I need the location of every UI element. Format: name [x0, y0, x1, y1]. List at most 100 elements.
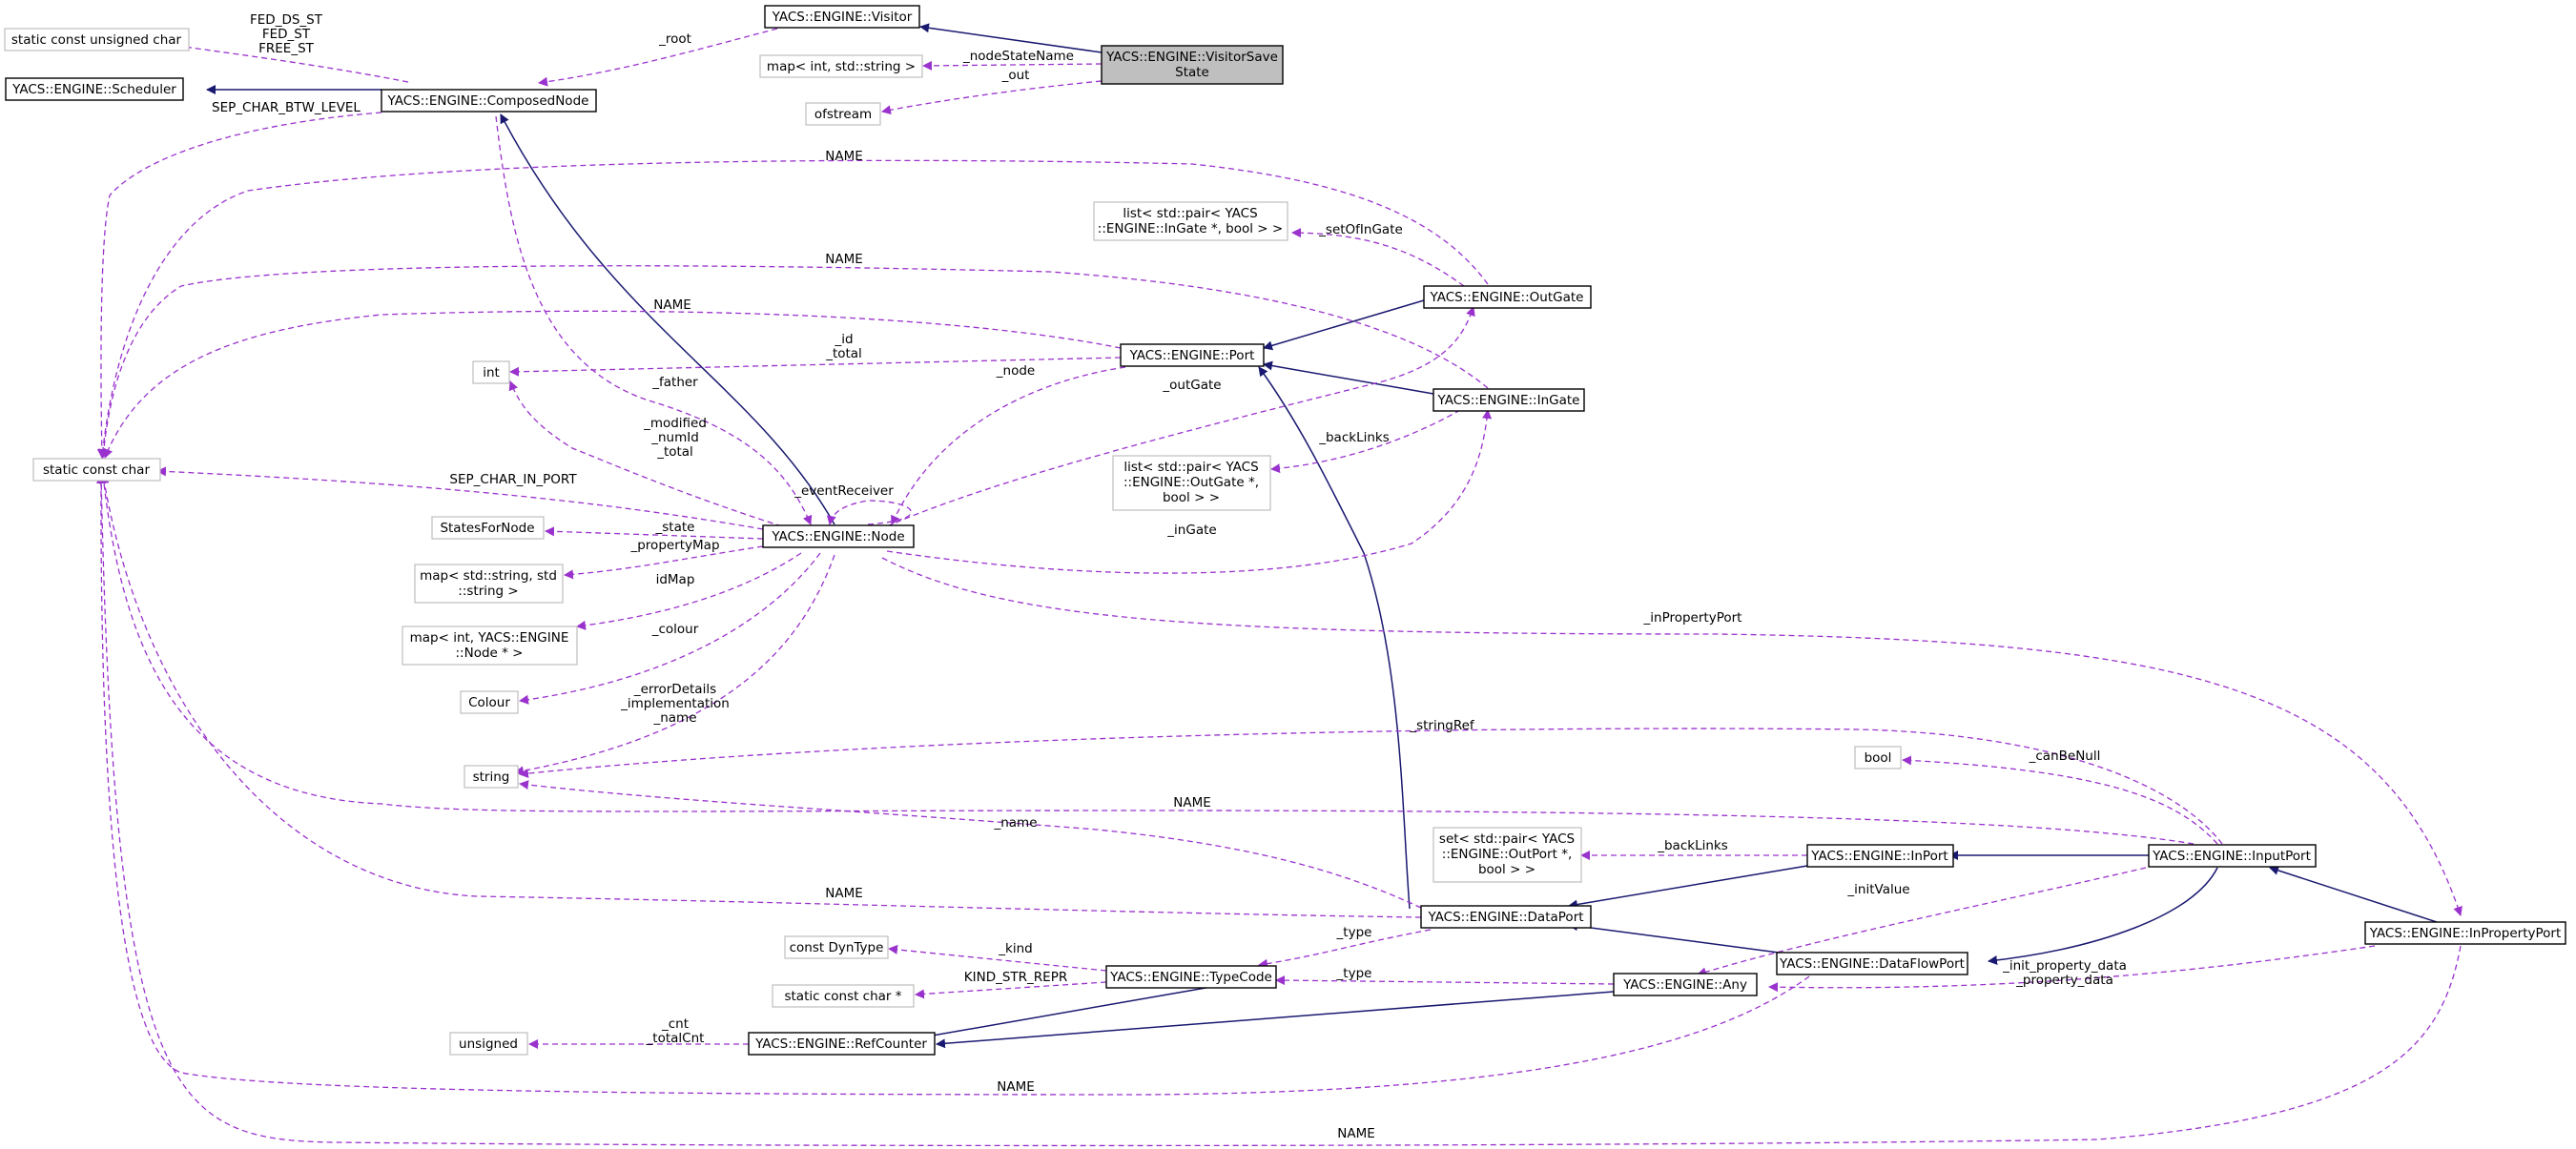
edge-ingate-to-port: [1263, 360, 1434, 395]
edge-inputport-to-dataflowport: [1988, 867, 2218, 965]
edge-label-name-inpropertyport: NAME: [1337, 1126, 1375, 1141]
edge-inport-to-dataport: [1568, 865, 1808, 910]
svg-text:set< std::pair< YACS::ENGINE::: set< std::pair< YACS::ENGINE::OutPort *,…: [1439, 831, 1575, 877]
node-static-const-char-ptr[interactable]: static const char *: [772, 984, 915, 1008]
node-inpropertyport[interactable]: YACS::ENGINE::InPropertyPort: [2364, 921, 2566, 945]
edge-port-name: [103, 310, 1122, 459]
svg-text:list< std::pair< YACS::ENGINE:: list< std::pair< YACS::ENGINE::OutGate *…: [1123, 460, 1259, 505]
edge-label-init-value: _initValue: [1846, 882, 1909, 897]
edge-node-idmap: [576, 552, 802, 630]
edge-visitor-save-state-to-visitor: [919, 23, 1103, 53]
node-dataflowport[interactable]: YACS::ENGINE::DataFlowPort: [1776, 952, 1968, 975]
node-static-const-unsigned-char[interactable]: static const unsigned char: [4, 28, 190, 51]
svg-text:YACS::ENGINE::Any: YACS::ENGINE::Any: [1622, 977, 1747, 993]
svg-text:YACS::ENGINE::InputPort: YACS::ENGINE::InputPort: [2152, 849, 2311, 864]
svg-text:static const char: static const char: [43, 462, 150, 478]
edge-label-set-of-ingate: _setOfInGate: [1318, 222, 1403, 237]
node-ofstream[interactable]: ofstream: [805, 102, 881, 126]
edge-label-type-any: _type: [1336, 966, 1372, 981]
edge-label-outgate-node: _outGate: [1162, 378, 1221, 393]
edge-label-name-dataport: NAME: [825, 886, 863, 901]
svg-text:map< std::string, std::string: map< std::string, std::string >: [420, 568, 557, 599]
svg-text:YACS::ENGINE::Scheduler: YACS::ENGINE::Scheduler: [11, 82, 176, 97]
edge-dataflowport-name: [95, 474, 1818, 1096]
edge-outgate-to-port: [1263, 299, 1425, 351]
edge-label-ingate-node: _inGate: [1166, 523, 1216, 538]
node-ingate[interactable]: YACS::ENGINE::InGate: [1432, 388, 1585, 412]
edge-node-colour: [519, 552, 821, 705]
node-composed-node[interactable]: YACS::ENGINE::ComposedNode: [381, 89, 597, 113]
node-scheduler[interactable]: YACS::ENGINE::Scheduler: [5, 77, 184, 101]
node-visitor[interactable]: YACS::ENGINE::Visitor: [764, 5, 920, 29]
svg-text:YACS::ENGINE::DataPort: YACS::ENGINE::DataPort: [1427, 910, 1583, 925]
edge-label-back-links-ingate: _backLinks: [1318, 430, 1390, 445]
edge-typecode-kind: [888, 944, 1107, 972]
node-inport[interactable]: YACS::ENGINE::InPort: [1806, 844, 1954, 868]
node-int[interactable]: int: [472, 360, 510, 384]
edge-typecode-to-refcounter: [910, 986, 1212, 1043]
svg-text:YACS::ENGINE::Node: YACS::ENGINE::Node: [771, 529, 904, 544]
node-unsigned[interactable]: unsigned: [449, 1032, 528, 1056]
node-map-string-string[interactable]: map< std::string, std::string >: [414, 564, 564, 604]
edge-label-sep-char-btw-level: SEP_CHAR_BTW_LEVEL: [212, 100, 361, 115]
edge-inpropertyport-to-inputport: [2269, 866, 2438, 923]
edge-label-kind-str-repr: KIND_STR_REPR: [964, 970, 1067, 985]
node-const-dyntype[interactable]: const DynType: [784, 935, 889, 959]
svg-text:YACS::ENGINE::OutGate: YACS::ENGINE::OutGate: [1430, 290, 1584, 305]
node-map-int-string[interactable]: map< int, std::string >: [759, 54, 923, 78]
edge-inputport-stringref: [519, 728, 2223, 845]
svg-text:ofstream: ofstream: [814, 107, 872, 122]
node-static-const-char[interactable]: static const char: [32, 458, 161, 482]
edge-label-id-map: idMap: [656, 572, 695, 587]
node-states-for-node[interactable]: StatesForNode: [431, 516, 545, 540]
edge-node-eventreceiver: [826, 500, 912, 525]
node-port[interactable]: YACS::ENGINE::Port: [1120, 343, 1265, 367]
edge-label-colour: _colour: [651, 622, 699, 637]
node-colour[interactable]: Colour: [460, 690, 519, 714]
node-dataport[interactable]: YACS::ENGINE::DataPort: [1420, 905, 1592, 929]
edge-node-outgate: [886, 306, 1475, 527]
svg-text:YACS::ENGINE::InPort: YACS::ENGINE::InPort: [1810, 849, 1947, 864]
edge-label-error-details: _errorDetails_implementation_name: [620, 682, 730, 726]
node-list-ingate-pair[interactable]: list< std::pair< YACS::ENGINE::InGate *,…: [1093, 201, 1288, 241]
node-bool[interactable]: bool: [1854, 746, 1902, 769]
node-outgate[interactable]: YACS::ENGINE::OutGate: [1423, 285, 1592, 309]
node-list-outgate-pair[interactable]: list< std::pair< YACS::ENGINE::OutGate *…: [1112, 455, 1271, 511]
edge-composed-node-father: [495, 115, 813, 525]
edge-dataport-to-port: [1258, 366, 1411, 910]
edge-label-kind: _kind: [998, 941, 1032, 956]
svg-text:static const char *: static const char *: [784, 989, 901, 1004]
edge-dataport-string: [519, 780, 1422, 909]
edge-ingate-backlinks: [1270, 404, 1470, 474]
svg-text:string: string: [473, 769, 510, 785]
node-any[interactable]: YACS::ENGINE::Any: [1613, 973, 1758, 996]
edge-label-name-outgate: NAME: [825, 149, 863, 164]
edge-label-root: _root: [658, 31, 691, 47]
edge-ingate-name: [98, 265, 1489, 459]
node-set-outport-pair[interactable]: set< std::pair< YACS::ENGINE::OutPort *,…: [1432, 827, 1582, 883]
edge-inputport-initvalue: [1697, 867, 2147, 977]
node-inputport[interactable]: YACS::ENGINE::InputPort: [2148, 844, 2317, 868]
edge-vss-out: [881, 80, 1103, 115]
node-refcounter[interactable]: YACS::ENGINE::RefCounter: [748, 1032, 936, 1056]
edge-label-id-total: _id_total: [825, 332, 862, 361]
node-map-int-node[interactable]: map< int, YACS::ENGINE::Node * >: [402, 626, 578, 666]
edge-port-node: [891, 366, 1126, 525]
edge-inputport-canbenull: [1902, 755, 2218, 845]
edge-label-sep-char-in-port: SEP_CHAR_IN_PORT: [449, 472, 577, 487]
svg-text:map< int, YACS::ENGINE::Node *: map< int, YACS::ENGINE::Node * >: [410, 630, 569, 661]
edge-typecode-kindstrrepr: [915, 981, 1107, 999]
edge-dataport-name: [99, 474, 1422, 918]
edge-label-type-dataport: _type: [1336, 925, 1372, 940]
node-string[interactable]: string: [464, 765, 519, 789]
edge-inpropertyport-name: [96, 474, 2462, 1147]
edge-inputport-name: [99, 474, 2195, 845]
node-node[interactable]: YACS::ENGINE::Node: [762, 524, 915, 548]
edge-label-name-ingate: NAME: [825, 252, 863, 267]
node-typecode[interactable]: YACS::ENGINE::TypeCode: [1105, 965, 1277, 989]
svg-text:YACS::ENGINE::InGate: YACS::ENGINE::InGate: [1437, 393, 1580, 408]
svg-text:map< int, std::string >: map< int, std::string >: [767, 59, 916, 74]
edge-port-int: [509, 357, 1122, 377]
